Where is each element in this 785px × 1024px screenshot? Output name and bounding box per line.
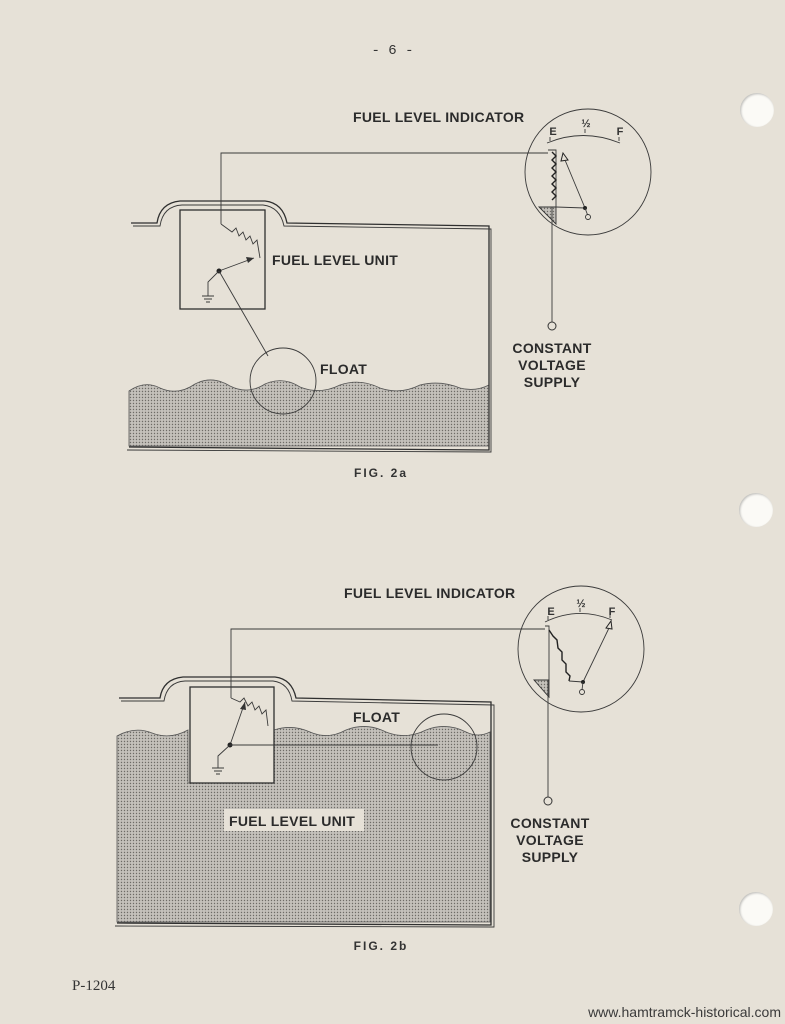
- gauge-mark-f-2a: F: [617, 126, 624, 138]
- resistor-2b: [230, 697, 269, 727]
- figure-2b-diagram: E ½ F FUEL LEVEL INDICATOR FLOAT FUEL LE…: [114, 585, 645, 953]
- supply-label-line2-2a: VOLTAGE: [518, 357, 586, 373]
- supply-label-line3-2a: SUPPLY: [524, 374, 581, 390]
- supply-label-line1-2a: CONSTANT: [512, 340, 591, 356]
- tank-2b: [116, 676, 492, 926]
- binder-hole-middle: [739, 493, 773, 527]
- fuel-level-indicator-label-2a: FUEL LEVEL INDICATOR: [353, 109, 524, 125]
- watermark-url[interactable]: www.hamtramck-historical.com: [588, 1004, 781, 1020]
- fuel-level-unit-box-2a: [179, 209, 266, 310]
- resistor-2a: [220, 223, 261, 259]
- tank-2a: [128, 200, 490, 451]
- figure-caption-2a: FIG. 2a: [354, 466, 408, 480]
- gauge-mark-half-2a: ½: [581, 118, 590, 130]
- gauge-mark-f-2b: F: [609, 606, 616, 618]
- supply-label-line3-2b: SUPPLY: [522, 849, 579, 865]
- fuel-level-unit-box-2b: [189, 686, 275, 784]
- wire-2b: [230, 628, 545, 698]
- supply-label-line1-2b: CONSTANT: [510, 815, 589, 831]
- figure-2a-diagram: E ½ F FUEL LEVEL INDICATOR FUEL LEVEL UN…: [126, 108, 652, 480]
- float-label-2a: FLOAT: [320, 361, 367, 377]
- supply-label-line2-2b: VOLTAGE: [516, 832, 584, 848]
- binder-hole-bottom: [739, 892, 773, 926]
- page-number: - 6 -: [371, 43, 414, 59]
- float-label-2b: FLOAT: [353, 709, 400, 725]
- float-2b: [410, 713, 478, 781]
- gauge-mark-e-2a: E: [549, 126, 556, 138]
- gauge-needle-2a: [560, 151, 569, 162]
- supply-terminal-2b: [543, 796, 553, 806]
- document-code: P-1204: [72, 978, 116, 994]
- float-2a: [249, 347, 317, 415]
- fuel-level-indicator-label-2b: FUEL LEVEL INDICATOR: [344, 585, 515, 601]
- figure-caption-2b: FIG. 2b: [354, 939, 409, 953]
- binder-hole-top: [740, 93, 774, 127]
- fuel-level-unit-label-2b: FUEL LEVEL UNIT: [229, 813, 355, 829]
- supply-terminal-2a: [547, 321, 557, 331]
- gauge-mark-half-2b: ½: [576, 598, 585, 610]
- gauge-needle-2b: [605, 619, 613, 630]
- fuel-2a: [128, 379, 490, 447]
- fuel-level-unit-label-2a: FUEL LEVEL UNIT: [272, 252, 398, 268]
- gauge-mark-e-2b: E: [547, 606, 554, 618]
- gauge-2b: [517, 585, 645, 713]
- gauge-2a: [524, 108, 652, 236]
- wire-2a: [220, 152, 548, 224]
